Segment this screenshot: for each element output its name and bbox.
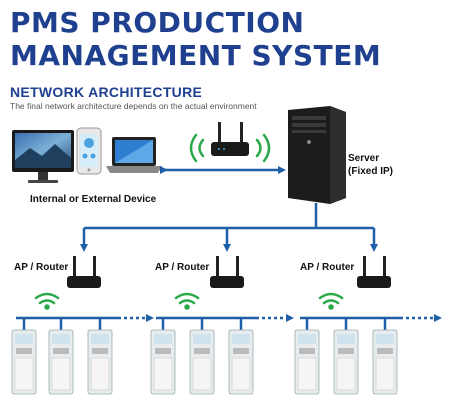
ap-label-3: AP / Router [300,262,355,273]
server-label-line-2: (Fixed IP) [348,166,394,177]
production-terminal-icon [333,329,359,395]
production-terminal-icon [150,329,176,395]
server-tower-icon [288,106,346,204]
ap-label-2: AP / Router [155,262,210,273]
production-terminal-icon [294,329,320,395]
backbone-lines [80,203,378,252]
server-label-line-1: Server [348,153,380,164]
laptop-icon [106,137,162,173]
wifi-signal-icon [189,133,271,163]
production-terminal-icon [87,329,113,395]
ap-router-3-icon [357,256,391,288]
ap-router-1-icon [67,256,101,288]
ap-label-1: AP / Router [14,262,69,273]
production-terminal-icon [372,329,398,395]
ap-router-2-icon [210,256,244,288]
title-line-2: MANAGEMENT SYSTEM [10,39,382,72]
wifi-router-icon [211,122,249,156]
production-terminals [11,329,398,395]
desktop-monitor-icon [12,130,74,183]
wifi-signal-group-2-icon [174,292,200,310]
section-title: NETWORK ARCHITECTURE [10,84,203,100]
wifi-signal-group-3-icon [318,292,344,310]
environment-note: The final network architecture depends o… [10,101,257,111]
production-terminal-icon [11,329,37,395]
title-line-1: PMS PRODUCTION [10,6,305,39]
production-terminal-icon [48,329,74,395]
wifi-signal-group-1-icon [34,292,60,310]
smartphone-icon [76,127,102,175]
production-terminal-icon [228,329,254,395]
production-terminal-icon [189,329,215,395]
terminal-bus-lines [16,314,442,330]
device-label: Internal or External Device [30,194,157,205]
server-label: Server (Fixed IP) [348,152,393,178]
